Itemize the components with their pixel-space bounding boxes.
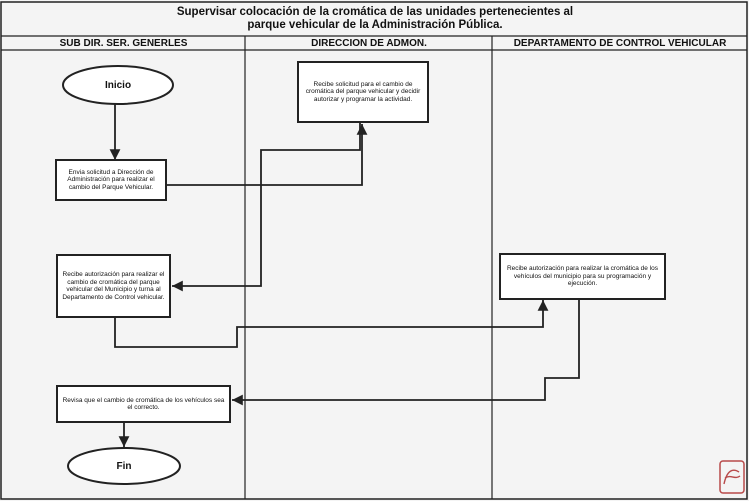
connector-depto-revisa	[232, 299, 580, 406]
connector-envia-recibe-solicitud	[166, 124, 368, 186]
end-terminal	[67, 447, 181, 485]
start-label: Inicio	[104, 79, 132, 91]
column-header-sub-dir: SUB DIR. SER. GENERLES	[59, 38, 188, 49]
stamp-seal-icon	[719, 460, 745, 494]
process-revisa-label: Revisa que el cambio de cromática de los…	[62, 396, 225, 412]
process-revisa-shape	[56, 385, 231, 423]
process-envia-label: Envia solicitud a Dirección de Administr…	[67, 168, 155, 191]
start-terminal	[62, 65, 174, 105]
process-recibe-autorizacion-shape	[56, 254, 171, 318]
connector-recibe-autorizacion-depto	[114, 300, 549, 348]
diagram-title: Supervisar colocación de la cromática de…	[40, 6, 710, 32]
process-recibe-solicitud-label: Recibe solicitud para el cambio de cromá…	[305, 80, 421, 103]
column-header-direccion: DIRECCION DE ADMON.	[311, 38, 427, 49]
title-line-1: Supervisar colocación de la cromática de…	[176, 6, 574, 18]
title-line-2: parque vehicular de la Administración Pú…	[247, 19, 503, 31]
process-recibe-solicitud-shape	[297, 61, 429, 123]
process-recibe-autorizacion-depto-label: Recibe autorización para realizar la cro…	[506, 265, 659, 288]
process-recibe-autorizacion-label: Recibe autorización para realizar el cam…	[62, 271, 165, 301]
connector-recibe-solicitud-recibe-autorizacion	[172, 122, 361, 292]
process-envia-shape	[55, 159, 167, 201]
end-label: Fin	[116, 460, 132, 472]
process-recibe-autorizacion-depto-shape	[499, 253, 666, 300]
column-header-departamento: DEPARTAMENTO DE CONTROL VEHICULAR	[513, 38, 727, 49]
